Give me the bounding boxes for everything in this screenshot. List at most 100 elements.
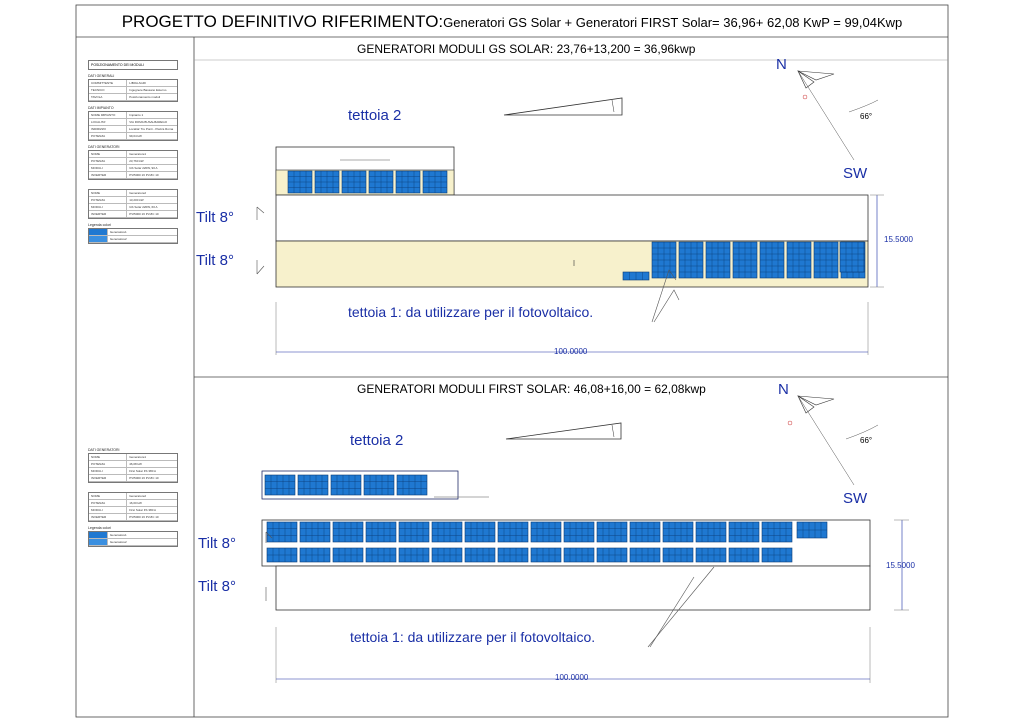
compass-icon — [787, 395, 879, 486]
side-table-row: Generatore2 — [89, 539, 177, 546]
side-table-value: Generatore2 — [129, 494, 147, 498]
solar-panel-block — [266, 521, 298, 543]
section2-tettoia2-label: tettoia 2 — [350, 432, 404, 449]
solar-panel-block — [629, 547, 661, 563]
solar-panel-block — [330, 474, 362, 496]
solar-panel-block — [732, 241, 758, 279]
solar-panel-block — [796, 521, 828, 539]
solar-panel-block — [497, 521, 529, 543]
solar-panel-block — [530, 521, 562, 543]
side-table-key: MODULI — [89, 204, 128, 210]
solar-panel-block — [341, 170, 367, 194]
section1-tettoia2-label: tettoia 2 — [348, 107, 402, 124]
side-table-value: Generatore2 — [129, 191, 147, 195]
section1-tettoia1-label: tettoia 1: da utilizzare per il fotovolt… — [348, 304, 594, 320]
side-table-value: GS Solar 220W, 90 A — [129, 166, 158, 170]
solar-panel-block — [287, 170, 313, 194]
solar-panel-block — [422, 170, 448, 194]
solar-panel-block — [332, 547, 364, 563]
solar-panel-block — [596, 547, 628, 563]
solar-panel-block — [761, 547, 793, 563]
section1-tilt-bottom: Tilt 8° — [196, 252, 234, 269]
section2-compass-angle: 66° — [860, 436, 873, 445]
solar-panel-block — [662, 521, 694, 543]
side-table-value: 13,200 kW — [129, 198, 144, 202]
side-table-value: VIA ROMA BUSALBAREGO — [129, 120, 168, 124]
main-subtitle-text: Generatori GS Solar + Generatori FIRST S… — [443, 15, 903, 30]
side-table-value: Impianto 1 — [129, 113, 144, 117]
solar-panel-block — [299, 547, 331, 563]
section2-compass-sw: SW — [843, 490, 868, 507]
side-table-value: GS Solar 220W, 60 A — [129, 205, 158, 209]
side-table-value: 99,04 kW — [129, 134, 142, 138]
tilt-triangle — [505, 422, 622, 440]
side-table-value: Generatore1 — [129, 152, 147, 156]
solar-panel-block — [431, 547, 463, 563]
solar-panel-block — [622, 271, 650, 281]
side-table-key: POTENZA — [89, 197, 128, 203]
side-table-value: Generatore1 — [109, 230, 127, 234]
side-table-value: 46,08 kW — [129, 462, 142, 466]
solar-panel-block — [396, 474, 428, 496]
solar-panel-block — [695, 521, 727, 543]
solar-panel-block — [266, 547, 298, 563]
side-table-key — [89, 539, 108, 545]
solar-panel-block — [728, 521, 760, 543]
page-title: PROGETTO DEFINITIVO RIFERIMENTO:Generato… — [0, 12, 1024, 32]
side-table-value: Generatore1 — [109, 533, 127, 537]
solar-panel-block — [365, 521, 397, 543]
solar-panel-block — [363, 474, 395, 496]
solar-panel-block — [365, 547, 397, 563]
side-table-value: Localita' Tre Ponti - Piazza Roma 17 — [128, 127, 174, 131]
side-table-key: INVERTER — [89, 514, 128, 520]
side-panel-header: POSIZIONAMENTO DEI MODULI — [88, 60, 178, 70]
solar-panel-block — [705, 241, 731, 279]
tilt-triangle — [503, 97, 623, 116]
section1-compass-north: N — [776, 56, 787, 73]
side-table-key: INDIRIZZO — [89, 126, 127, 132]
side-table-value: LIBOA AGRI — [129, 81, 146, 85]
side-table-key: COMMITTENTE — [89, 80, 128, 86]
side-table-value: Generatore1 — [129, 455, 147, 459]
side-table-value: 16,00 kW — [129, 501, 142, 505]
tettoia1-lower-roof — [275, 565, 871, 611]
side-table-key: NOME — [89, 454, 128, 460]
side-group-heading: DATI GENERATORI — [88, 145, 120, 149]
solar-panel-block — [297, 474, 329, 496]
section2-height-dimension: 15.5000 — [886, 561, 915, 570]
side-table-key: INVERTER — [89, 475, 128, 481]
side-table-key: POTENZA — [89, 500, 128, 506]
solar-panel-block — [813, 241, 839, 279]
main-title-text: PROGETTO DEFINITIVO RIFERIMENTO: — [121, 12, 444, 31]
section2-heading: GENERATORI MODULI FIRST SOLAR: 46,08+16,… — [357, 382, 706, 396]
section1-width-dimension: 100.0000 — [554, 347, 588, 356]
section1-height-dimension: 15.5000 — [884, 235, 913, 244]
side-table-key — [89, 229, 108, 235]
solar-panel-block — [695, 547, 727, 563]
side-table-value: First Solar FS 380 A — [129, 508, 157, 512]
side-table-key: NOME — [89, 493, 128, 499]
